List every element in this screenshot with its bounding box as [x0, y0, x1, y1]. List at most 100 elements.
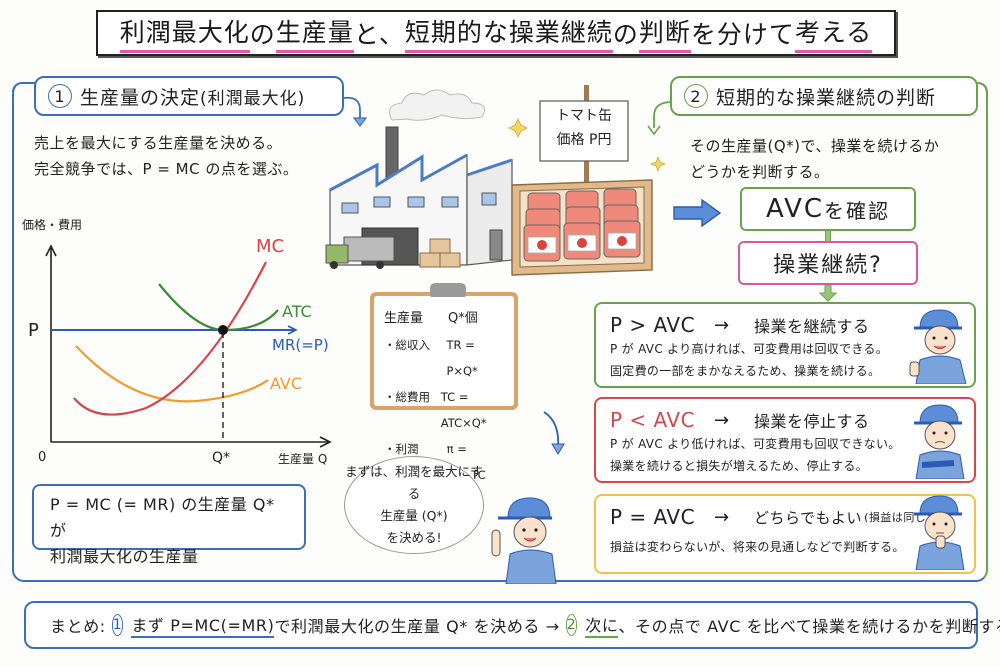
result-line: P = MC (= MR) の生産量 Q* が [50, 495, 275, 540]
section1-description: 売上を最大にする生産量を決める。 完全競争では、P = MC の点を選ぶ。 [34, 130, 298, 182]
down-arrow-icon [818, 285, 838, 302]
avc-check-main: AVC [765, 194, 825, 224]
formula-label: ・利潤 [384, 442, 419, 456]
summary-part2-highlight: 次に [585, 612, 619, 638]
sign-line: 価格 P円 [556, 132, 612, 148]
case-result: 操業を停止する [754, 412, 870, 431]
summary-bar: まとめ: 1 まず P=MC(=MR) で利潤最大化の生産量 Q* を決める →… [24, 601, 1000, 649]
clipboard-clip-icon [430, 283, 466, 297]
profit-formula-clipboard: 生産量 Q*個 ・総収入 TR = P×Q* ・総費用 TC = ATC×Q* … [370, 292, 518, 482]
cost-curve-chart: 価格・費用 P 0 Q* 生産量 Q MC ATC MR(=P) AVC [16, 210, 346, 470]
desc-line: どうかを判断する。 [690, 163, 830, 181]
section2-header: 2 短期的な操業継続の判断 [670, 76, 978, 116]
outer-frame [12, 82, 988, 582]
case-continue: P > AVC → 操業を継続する P が AVC より高ければ、可変費用は回収… [594, 302, 976, 388]
factory-illustration [325, 85, 666, 276]
case-arrow: → [714, 314, 730, 336]
case-body: P が AVC より低ければ、可変費用も回収できない。 操業を続けると損失が増え… [610, 433, 974, 477]
right-arrow-icon [673, 198, 722, 228]
case-condition: P = AVC [610, 505, 696, 529]
title-part: 利潤最大化 [119, 13, 250, 53]
chart-q-tick: Q* [212, 450, 231, 466]
step-number-2: 2 [684, 84, 708, 108]
curved-arrow-icon [543, 411, 565, 455]
case-heading: P < AVC → 操業を停止する [610, 407, 974, 433]
chart-xlabel: 生産量 Q [278, 452, 328, 466]
formula-value: TC = ATC×Q* [440, 390, 487, 430]
case-arrow: → [714, 506, 730, 528]
avc-label: AVC [270, 374, 303, 393]
clipboard-row: ・総費用 TC = ATC×Q* [384, 384, 508, 436]
chart-p-tick: P [28, 320, 39, 341]
case-line: P が AVC より高ければ、可変費用は回収できる。 [610, 342, 889, 356]
case-line: 操業を続けると損失が増えるため、停止する。 [610, 459, 868, 473]
sign-line: トマト缶 [556, 108, 612, 124]
flow-connector [825, 231, 831, 241]
down-arrow-icon [647, 101, 673, 136]
bubble-line: まずは、利潤を最大にする [345, 464, 483, 501]
case-stop: P < AVC → 操業を停止する P が AVC より低ければ、可変費用も回収… [594, 397, 976, 483]
step-number-1: 1 [48, 84, 72, 108]
title-part: 短期的な [404, 13, 509, 53]
page-title: 利潤最大化の生産量と、短期的な操業継続の判断を分けて考える [96, 10, 896, 56]
bubble-line: を決める! [386, 530, 442, 545]
clipboard-row: ・総収入 TR = P×Q* [384, 332, 508, 384]
clipboard-paper: 生産量 Q*個 ・総収入 TR = P×Q* ・総費用 TC = ATC×Q* … [374, 296, 514, 482]
price-sign: トマト缶 価格 P円 [540, 104, 628, 152]
title-part: を [690, 20, 717, 49]
case-line: 損益は変わらないが、将来の見通しなどで判断する。 [610, 540, 905, 554]
formula-label: ・総費用 [384, 390, 430, 404]
avc-check-suffix: を確認 [824, 198, 891, 223]
section1-heading: 生産量の決定 [80, 86, 201, 109]
atc-label: ATC [282, 302, 312, 321]
case-result: どちらでもよい [754, 508, 863, 527]
summary-step-1: 1 [111, 614, 124, 636]
desc-line: 売上を最大にする生産量を決める。 [34, 134, 283, 152]
desc-line: その生産量(Q*)で、操業を続けるか [690, 137, 940, 155]
clipboard-head-value: Q*個 [448, 311, 478, 326]
title-part: 操業継続 [508, 13, 613, 53]
avc-check-box: AVC を確認 [740, 187, 916, 231]
mc-label: MC [256, 236, 285, 257]
summary-part1-highlight: まず P=MC(=MR) [131, 612, 275, 638]
worker-pointing-icon [491, 497, 557, 584]
section2-description: その生産量(Q*)で、操業を続けるか どうかを判断する。 [690, 133, 939, 185]
section2-heading: 短期的な操業継続の判断 [716, 86, 937, 109]
summary-part1: で利潤最大化の生産量 Q* を決める → [274, 617, 560, 636]
case-body: P が AVC より高ければ、可変費用は回収できる。 固定費の一部をまかなえるた… [610, 338, 974, 382]
case-heading: P > AVC → 操業を継続する [610, 312, 974, 338]
worker-thinking-icon [914, 495, 965, 570]
title-part: と、 [353, 20, 405, 49]
speech-bubble: まずは、利潤を最大にする 生産量 (Q*) を決める! [344, 456, 484, 554]
case-condition: P < AVC [610, 408, 696, 432]
title-part: 判断 [638, 13, 691, 53]
result-line: 利潤最大化の生産量 [50, 547, 199, 566]
mr-label: MR(=P) [272, 336, 329, 354]
summary-step-2: 2 [565, 614, 578, 636]
profit-max-result-box: P = MC (= MR) の生産量 Q* が 利潤最大化の生産量 [32, 484, 306, 566]
case-arrow: → [714, 409, 730, 431]
worker-thumbs-up-icon [909, 309, 967, 384]
title-part: 考える [794, 13, 873, 53]
case-heading: P = AVC → どちらでもよい (損益は同じ) [610, 504, 974, 530]
summary-label: まとめ: [50, 617, 106, 636]
chart-svg [45, 244, 332, 448]
outer-frame-corner [12, 82, 42, 92]
section1-header: 1 生産量の決定 (利潤最大化) [34, 76, 344, 116]
title-part: の [249, 20, 276, 49]
summary-part2: 、その点で AVC を比べて操業を続けるかを判断する [618, 617, 1000, 636]
case-condition: P > AVC [610, 313, 696, 337]
clipboard-head-label: 生産量 [384, 311, 424, 326]
title-part: の [612, 20, 639, 49]
down-arrow-icon [343, 96, 368, 127]
desc-line: 完全競争では、P = MC の点を選ぶ。 [34, 160, 299, 178]
worker-worried-icon [914, 404, 965, 479]
continue-question-box: 操業継続? [738, 241, 918, 285]
case-line: 固定費の一部をまかなえるため、操業を続ける。 [610, 364, 881, 378]
chart-ylabel: 価格・費用 [22, 218, 83, 232]
bubble-line: 生産量 (Q*) [380, 508, 448, 523]
case-body: 損益は変わらないが、将来の見通しなどで判断する。 [610, 536, 974, 558]
case-result: 操業を継続する [754, 317, 870, 336]
case-line: P が AVC より低ければ、可変費用も回収できない。 [610, 437, 901, 451]
chart-origin: 0 [38, 450, 47, 465]
